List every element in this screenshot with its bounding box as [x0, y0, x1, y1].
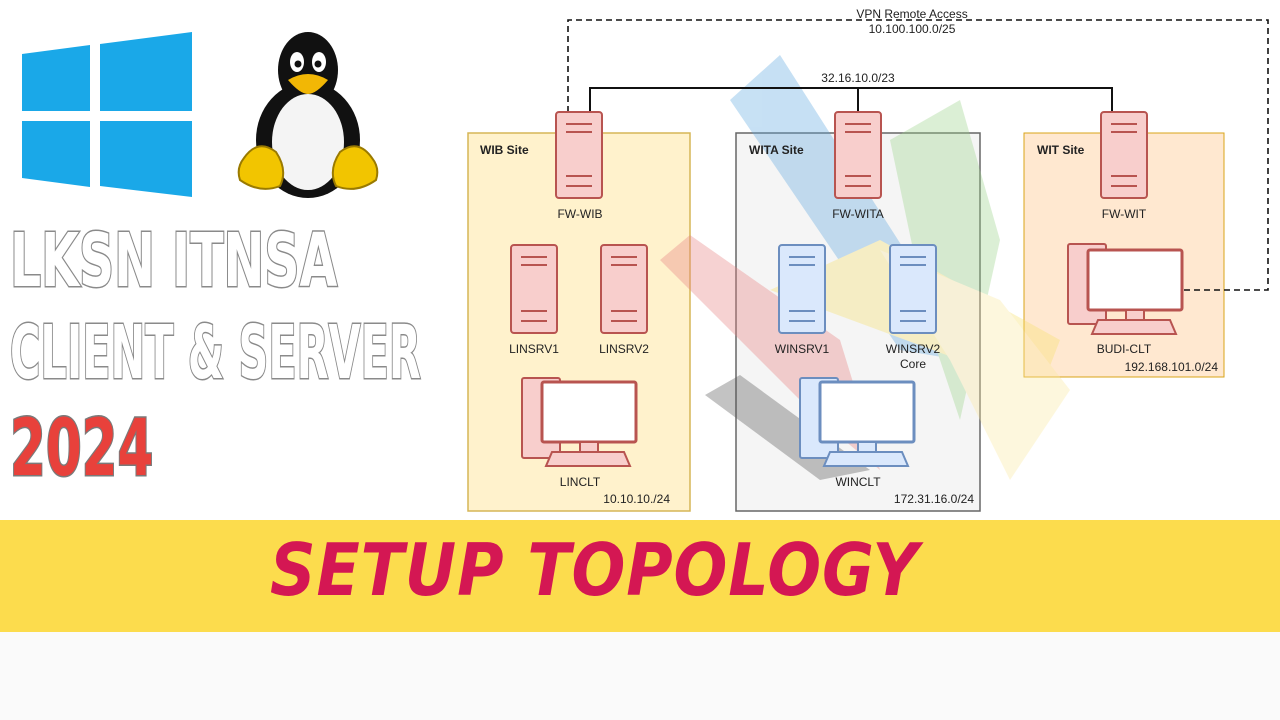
title-year: 2024	[9, 403, 154, 496]
vpn-label: VPN Remote Access	[856, 7, 967, 21]
windows-logo-icon	[22, 32, 192, 197]
wita-site-label: WITA Site	[749, 143, 804, 157]
linsrv2-server-icon	[600, 244, 648, 334]
title-line-1: LKSN ITNSA	[9, 217, 338, 306]
backbone-link	[589, 87, 1113, 112]
backbone-network-label: 32.16.10.0/23	[821, 71, 895, 85]
network-topology-diagram: VPN Remote Access 10.100.100.0/25 32.16.…	[467, 7, 1269, 512]
winsrv2-server-icon	[889, 244, 937, 334]
budi-clt-computer-icon	[1067, 243, 1184, 335]
winclt-label: WINCLT	[835, 475, 881, 489]
linsrv1-label: LINSRV1	[509, 342, 559, 356]
fw-wit-server-icon	[1100, 111, 1148, 199]
vpn-link	[567, 19, 1269, 291]
linux-penguin-icon	[237, 32, 379, 198]
wita-network-label: 172.31.16.0/24	[894, 492, 974, 506]
linclt-label: LINCLT	[560, 475, 601, 489]
banner-title: SETUP TOPOLOGY	[270, 528, 920, 612]
wib-site-label: WIB Site	[480, 143, 529, 157]
fw-wita-label: FW-WITA	[832, 207, 884, 221]
linsrv1-server-icon	[510, 244, 558, 334]
linclt-computer-icon	[521, 377, 638, 467]
vpn-network-label: 10.100.100.0/25	[869, 22, 956, 36]
winclt-computer-icon	[799, 377, 916, 467]
wib-network-label: 10.10.10./24	[603, 492, 670, 506]
title-banner	[0, 520, 1280, 632]
bottom-strip	[0, 632, 1280, 720]
fw-wib-label: FW-WIB	[557, 207, 602, 221]
linsrv2-label: LINSRV2	[599, 342, 649, 356]
fw-wita-server-icon	[834, 111, 882, 199]
budi-clt-label: BUDI-CLT	[1097, 342, 1152, 356]
winsrv1-label: WINSRV1	[775, 342, 830, 356]
fw-wit-label: FW-WIT	[1102, 207, 1147, 221]
fw-wib-server-icon	[555, 111, 603, 199]
wit-network-label: 192.168.101.0/24	[1125, 360, 1219, 374]
wit-site-label: WIT Site	[1037, 143, 1085, 157]
winsrv1-server-icon	[778, 244, 826, 334]
title-line-2: CLIENT & SERVER	[9, 309, 422, 398]
winsrv2-core-label: Core	[900, 357, 926, 371]
winsrv2-label: WINSRV2	[886, 342, 941, 356]
